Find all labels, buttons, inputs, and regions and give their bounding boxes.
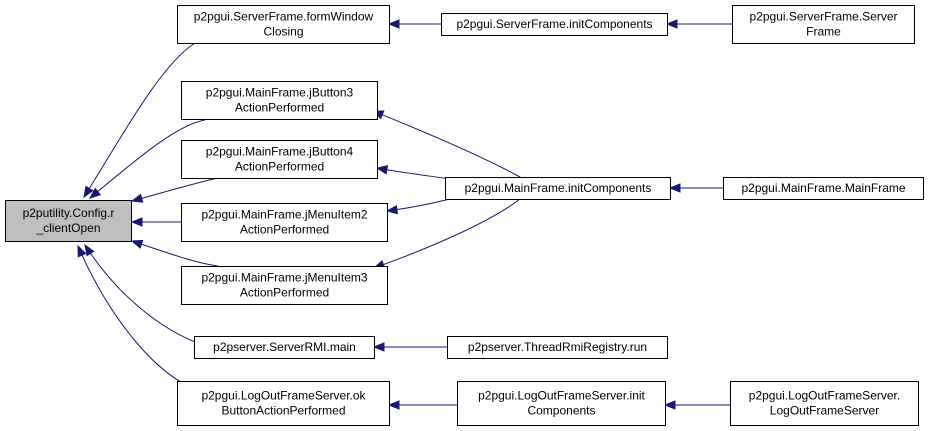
edges-layer <box>77 19 732 410</box>
node-box <box>177 381 390 426</box>
arrowhead-icon <box>372 342 385 352</box>
edge-lo_init-to-lo_ok <box>387 400 457 410</box>
node-label-line: p2pgui.LogOutFrameServer. <box>749 389 900 403</box>
edge-line <box>376 167 451 180</box>
arrowhead-icon <box>130 239 144 249</box>
node-lo_ctor[interactable]: p2pgui.LogOutFrameServer.LogOutFrameServ… <box>730 381 919 426</box>
node-label-line: p2pgui.ServerFrame.initComponents <box>456 17 652 31</box>
node-label-line: p2pgui.MainFrame.jButton3 <box>206 86 354 100</box>
nodes-layer: p2putility.Config.r_clientOpen p2pgui.Ser… <box>5 5 924 426</box>
node-rmi_main[interactable]: p2pserver.ServerRMI.main <box>194 336 375 359</box>
edge-sf_init-to-sf_close <box>387 19 442 29</box>
edge-line <box>372 110 521 178</box>
node-label-line: p2pgui.ServerFrame.formWindow <box>194 10 374 24</box>
arrowhead-icon <box>84 243 95 257</box>
node-box <box>457 381 666 426</box>
node-mf_ctor[interactable]: p2pgui.MainFrame.MainFrame <box>723 177 924 200</box>
arrowhead-icon <box>387 19 400 29</box>
edge-line <box>373 198 521 269</box>
node-label-line: ActionPerformed <box>240 286 329 300</box>
node-label-line: p2pgui.MainFrame.initComponents <box>465 181 652 195</box>
node-label-line: ActionPerformed <box>235 101 324 115</box>
node-box <box>181 266 388 305</box>
node-mf_m2[interactable]: p2pgui.MainFrame.jMenuItem2ActionPerform… <box>181 203 388 242</box>
node-box <box>181 81 378 120</box>
node-sf_init[interactable]: p2pgui.ServerFrame.initComponents <box>441 13 668 36</box>
node-label-line: Frame <box>806 25 841 39</box>
node-label-line: ActionPerformed <box>240 223 329 237</box>
node-mf_m3[interactable]: p2pgui.MainFrame.jMenuItem3ActionPerform… <box>181 266 388 305</box>
node-label-line: LogOutFrameServer <box>770 404 879 418</box>
edge-mf_init-to-mf_m2 <box>385 198 451 215</box>
node-box <box>181 140 378 179</box>
edge-line <box>131 240 219 267</box>
edge-mf_b3-to-config <box>88 119 206 199</box>
node-mf_init[interactable]: p2pgui.MainFrame.initComponents <box>445 177 671 200</box>
node-label-line: _clientOpen <box>35 221 100 235</box>
edge-sf_close-to-config <box>83 42 196 199</box>
edge-line <box>83 42 196 198</box>
edge-mf_m2-to-config <box>130 217 181 227</box>
arrowhead-icon <box>668 183 681 193</box>
node-box <box>177 5 390 44</box>
node-box <box>723 177 924 200</box>
edge-mf_init-to-mf_b4 <box>375 165 451 180</box>
node-label-line: p2pserver.ServerRMI.main <box>213 340 356 354</box>
edge-mf_b4-to-config <box>130 177 219 203</box>
node-box <box>194 336 375 359</box>
node-label-line: p2pgui.ServerFrame.Server <box>749 10 897 24</box>
arrowhead-icon <box>130 217 143 227</box>
node-box <box>181 203 388 242</box>
node-label-line: p2pgui.MainFrame.jButton4 <box>206 145 354 159</box>
arrowhead-icon <box>387 400 400 410</box>
node-label-line: Closing <box>263 25 303 39</box>
node-label-line: p2pgui.MainFrame.jMenuItem2 <box>201 208 367 222</box>
focus-node-box <box>5 200 132 242</box>
node-box <box>732 5 915 44</box>
node-label-line: p2pgui.LogOutFrameServer.init <box>478 389 645 403</box>
arrowhead-icon <box>665 19 678 29</box>
edge-line <box>131 177 219 202</box>
arrowhead-icon <box>375 165 389 175</box>
node-box <box>445 177 671 200</box>
node-label-line: ButtonActionPerformed <box>221 404 345 418</box>
node-label-line: p2pgui.MainFrame.MainFrame <box>741 181 905 195</box>
node-box <box>441 13 668 36</box>
node-label-line: ActionPerformed <box>235 160 324 174</box>
edge-line <box>89 119 206 199</box>
arrowhead-icon <box>88 187 102 199</box>
edge-rmi_run-to-rmi_main <box>372 342 448 352</box>
edge-mf_ctor-to-mf_init <box>668 183 723 193</box>
edge-lo_ctor-to-lo_init <box>663 400 730 410</box>
node-lo_ok[interactable]: p2pgui.LogOutFrameServer.okButtonActionP… <box>177 381 390 426</box>
node-label-line: p2pgui.LogOutFrameServer.ok <box>201 389 366 403</box>
node-sf_ctor[interactable]: p2pgui.ServerFrame.ServerFrame <box>732 5 915 44</box>
node-label-line: Components <box>527 404 595 418</box>
edge-mf_init-to-mf_b3 <box>371 110 521 178</box>
node-box <box>730 381 919 426</box>
arrowhead-icon <box>83 185 94 199</box>
arrowhead-icon <box>77 244 87 258</box>
edge-sf_ctor-to-sf_init <box>665 19 732 29</box>
edge-mf_m3-to-config <box>130 239 219 267</box>
node-box <box>447 336 668 359</box>
node-label-line: p2putility.Config.r <box>23 206 115 220</box>
arrowhead-icon <box>663 400 676 410</box>
arrowhead-icon <box>130 193 144 203</box>
node-label-line: p2pserver.ThreadRmiRegistry.run <box>468 340 647 354</box>
node-rmi_run[interactable]: p2pserver.ThreadRmiRegistry.run <box>447 336 668 359</box>
node-label-line: p2pgui.MainFrame.jMenuItem3 <box>201 271 367 285</box>
node-lo_init[interactable]: p2pgui.LogOutFrameServer.initComponents <box>457 381 666 426</box>
node-config[interactable]: p2putility.Config.r_clientOpen <box>5 200 132 242</box>
arrowhead-icon <box>385 204 399 215</box>
